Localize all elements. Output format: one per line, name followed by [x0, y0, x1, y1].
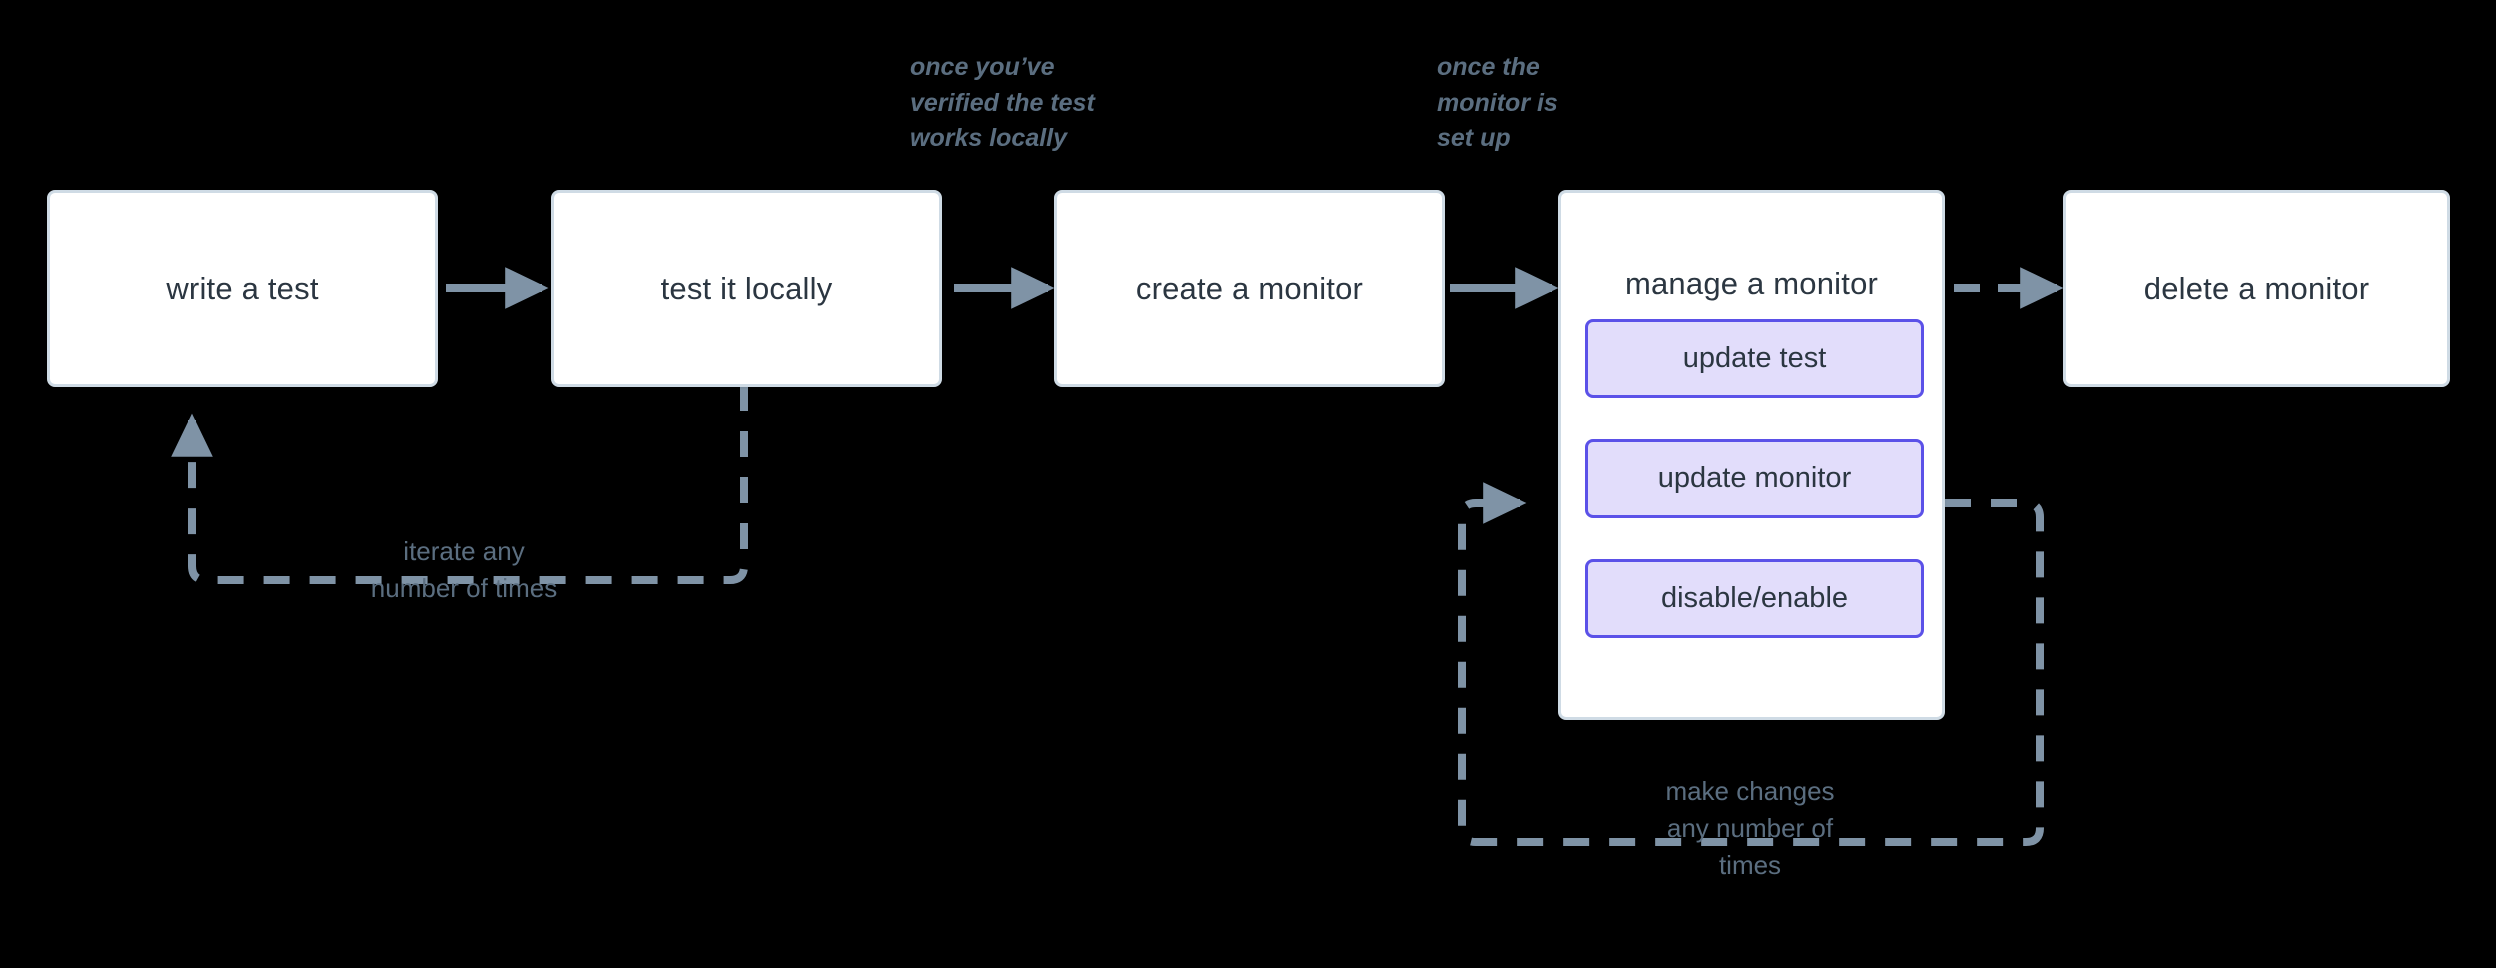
node-manage-a-monitor-label: manage a monitor	[1624, 266, 1879, 301]
subnode-disable-enable-label: disable/enable	[1660, 582, 1849, 614]
node-create-a-monitor[interactable]: create a monitor	[1054, 190, 1445, 387]
subnode-update-test[interactable]: update test	[1585, 319, 1924, 398]
node-test-it-locally[interactable]: test it locally	[551, 190, 942, 387]
node-test-it-locally-label: test it locally	[660, 270, 833, 306]
subnode-update-test-label: update test	[1682, 342, 1827, 374]
node-manage-a-monitor[interactable]: manage a monitor update test update moni…	[1558, 190, 1945, 720]
annotation-make-changes-loop: make changes any number of times	[1665, 776, 1835, 880]
node-delete-a-monitor-label: delete a monitor	[2143, 270, 2370, 306]
node-write-a-test-label: write a test	[166, 270, 319, 306]
node-delete-a-monitor[interactable]: delete a monitor	[2063, 190, 2450, 387]
node-create-a-monitor-label: create a monitor	[1135, 270, 1364, 306]
node-write-a-test[interactable]: write a test	[47, 190, 438, 387]
annotation-once-verified: once you’ve verified the test works loca…	[910, 53, 1095, 152]
annotation-iterate-loop: iterate any number of times	[370, 536, 558, 603]
subnode-update-monitor[interactable]: update monitor	[1585, 439, 1924, 518]
subnode-disable-enable[interactable]: disable/enable	[1585, 559, 1924, 638]
subnode-update-monitor-label: update monitor	[1657, 462, 1852, 494]
annotation-once-set-up: once the monitor is set up	[1437, 53, 1558, 152]
